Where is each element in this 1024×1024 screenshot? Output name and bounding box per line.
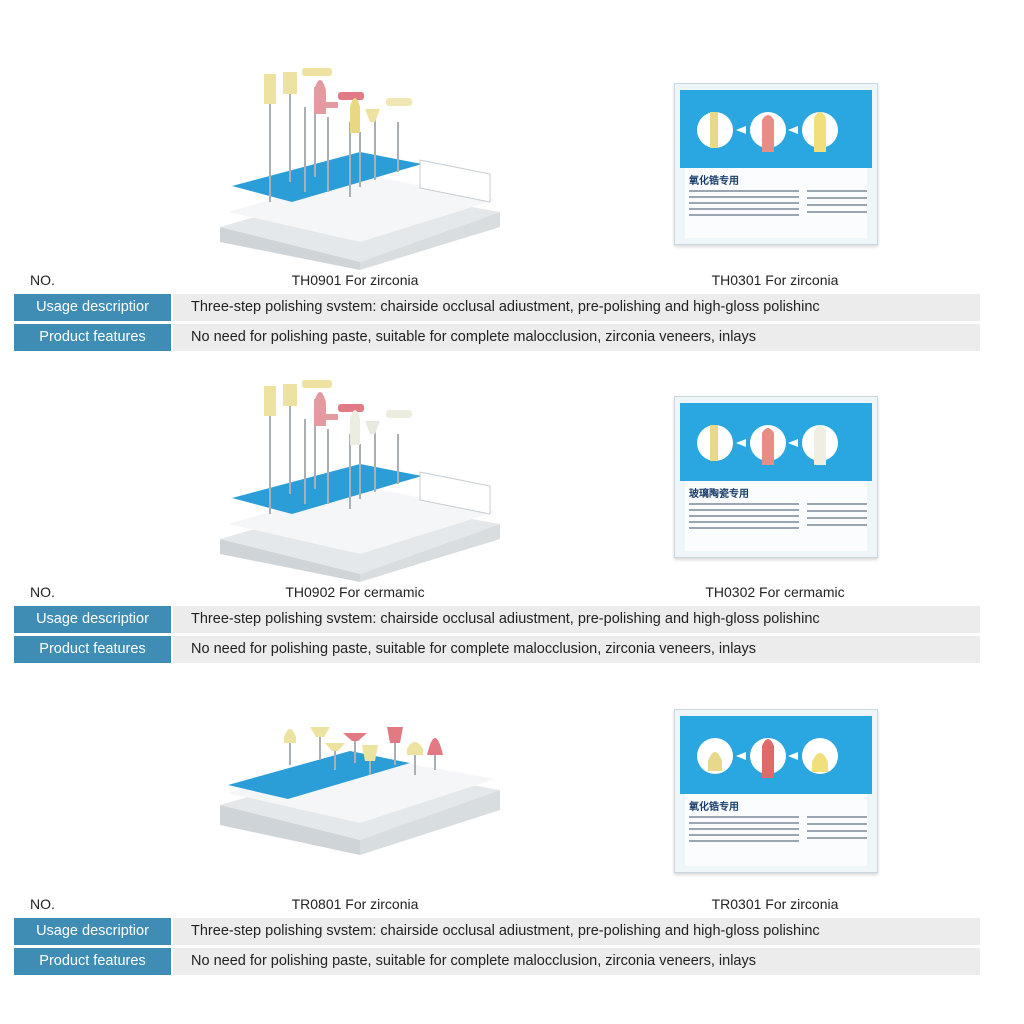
polishing-kit-tray-image bbox=[220, 68, 500, 270]
features-row: Product features No need for polishing p… bbox=[14, 948, 980, 975]
product-code-right: TH0301 For zirconia bbox=[711, 272, 839, 288]
features-row: Product features No need for polishing p… bbox=[14, 636, 980, 663]
usage-text: Three-step polishing svstem: chairside o… bbox=[173, 918, 980, 945]
kit-box-image: 氧化锆专用 bbox=[674, 709, 878, 873]
product-code-left: TR0801 For zirconia bbox=[291, 896, 419, 912]
polishing-kit-tray-image bbox=[220, 727, 500, 855]
box-blue-panel bbox=[680, 716, 872, 794]
features-text: No need for polishing paste, suitable fo… bbox=[173, 948, 980, 975]
box-blue-panel bbox=[680, 90, 872, 168]
features-label: Product features bbox=[14, 948, 171, 975]
usage-row: Usage descriptior Three-step polishing s… bbox=[14, 918, 980, 945]
features-label: Product features bbox=[14, 324, 171, 351]
usage-text: Three-step polishing svstem: chairside o… bbox=[173, 606, 980, 633]
polishing-kit-tray-image bbox=[220, 380, 500, 582]
box-title: 氧化锆专用 bbox=[689, 802, 739, 813]
usage-text: Three-step polishing svstem: chairside o… bbox=[173, 294, 980, 321]
features-row: Product features No need for polishing p… bbox=[14, 324, 980, 351]
no-label: NO. bbox=[30, 272, 55, 288]
kit-box-image: 氧化锆专用 bbox=[674, 83, 878, 245]
features-label: Product features bbox=[14, 636, 171, 663]
product-code-left: TH0901 For zirconia bbox=[291, 272, 419, 288]
box-title: 氧化锆专用 bbox=[689, 176, 739, 187]
product-code-right: TH0302 For cermamic bbox=[705, 584, 845, 600]
no-label: NO. bbox=[30, 584, 55, 600]
product-code-right: TR0301 For zirconia bbox=[711, 896, 839, 912]
product-code-left: TH0902 For cermamic bbox=[285, 584, 425, 600]
features-text: No need for polishing paste, suitable fo… bbox=[173, 636, 980, 663]
usage-row: Usage descriptior Three-step polishing s… bbox=[14, 606, 980, 633]
no-label: NO. bbox=[30, 896, 55, 912]
box-label-panel: 氧化锆专用 bbox=[685, 794, 867, 866]
usage-label: Usage descriptior bbox=[14, 606, 171, 633]
usage-label: Usage descriptior bbox=[14, 294, 171, 321]
features-text: No need for polishing paste, suitable fo… bbox=[173, 324, 980, 351]
box-label-panel: 玻璃陶瓷专用 bbox=[685, 481, 867, 551]
kit-box-image: 玻璃陶瓷专用 bbox=[674, 396, 878, 558]
box-label-panel: 氧化锆专用 bbox=[685, 168, 867, 238]
usage-label: Usage descriptior bbox=[14, 918, 171, 945]
box-blue-panel bbox=[680, 403, 872, 481]
box-title: 玻璃陶瓷专用 bbox=[689, 489, 749, 500]
usage-row: Usage descriptior Three-step polishing s… bbox=[14, 294, 980, 321]
